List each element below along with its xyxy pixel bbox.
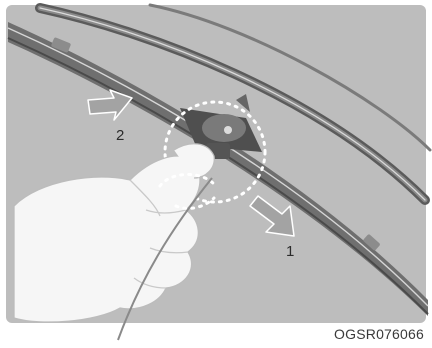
callout-step-2: 2 [116,127,124,144]
figure-code: OGSR076066 [334,326,424,342]
callout-step-1: 1 [286,243,294,260]
